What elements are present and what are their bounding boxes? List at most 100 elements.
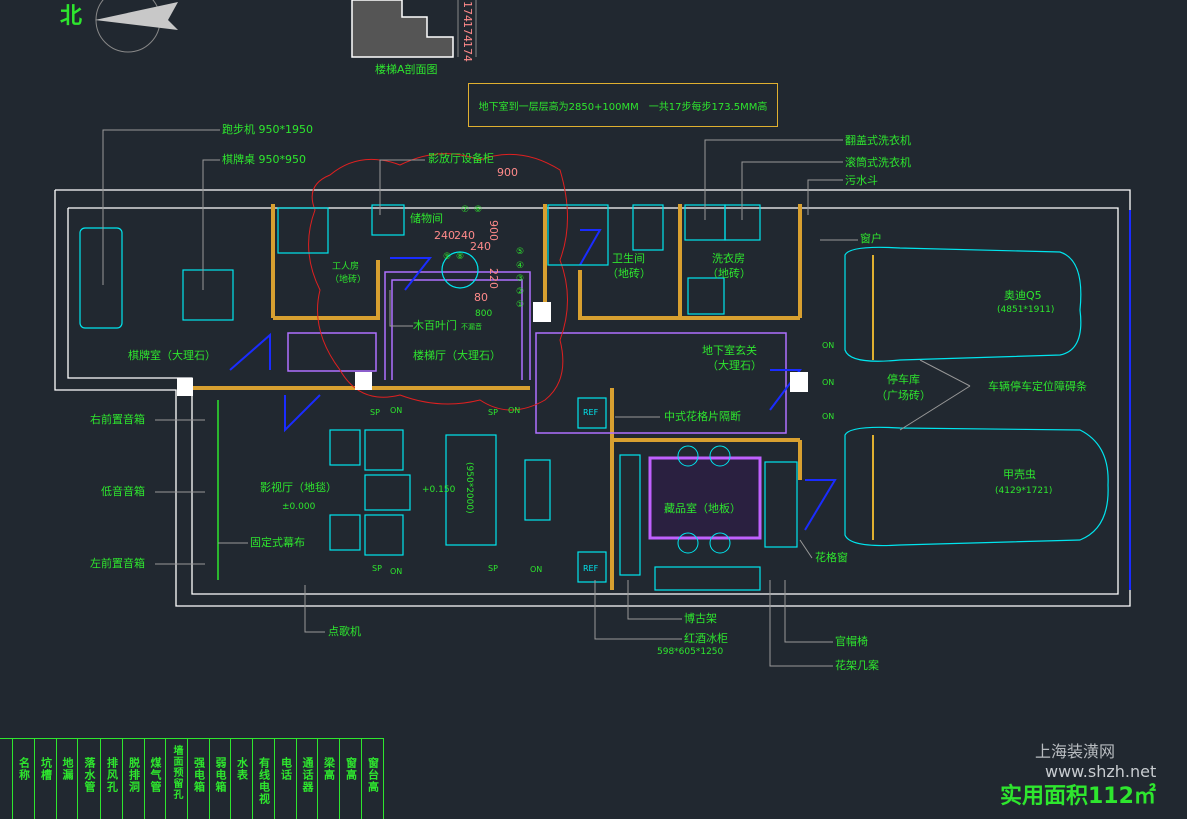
dim-900-vertical: 900 bbox=[487, 220, 500, 241]
switch-sp: SP bbox=[488, 408, 498, 417]
room-maid-floor: （地砖） bbox=[330, 275, 367, 285]
label-curio-shelf: 博古架 bbox=[684, 612, 717, 625]
table-header-cell: 脱排洞 bbox=[122, 739, 144, 819]
table-header-cell: 煤气管 bbox=[144, 739, 165, 819]
fridge-ref: REF bbox=[583, 564, 599, 573]
doors bbox=[229, 210, 1131, 590]
step-2: ② bbox=[516, 287, 525, 297]
room-bathroom: 卫生间 bbox=[612, 252, 645, 265]
dim-220: 220 bbox=[487, 268, 500, 289]
label-lattice-partition: 中式花格片隔断 bbox=[664, 410, 741, 423]
label-louver-door: 木百叶门 bbox=[413, 319, 457, 332]
switch-on: ON bbox=[390, 406, 403, 415]
watermark-site-name: 上海装潢网 bbox=[1035, 742, 1116, 761]
step-1: ① bbox=[516, 300, 525, 310]
label-wine-fridge-size: 598*605*1250 bbox=[657, 647, 724, 657]
table-header-cell: 电话 bbox=[274, 739, 296, 819]
dim-240: 240 bbox=[434, 229, 455, 242]
label-treadmill: 跑步机 950*1950 bbox=[222, 123, 313, 136]
label-card-table: 棋牌桌 950*950 bbox=[222, 153, 306, 166]
car-name: 奥迪Q5 bbox=[1004, 289, 1042, 302]
table-header-cell: 有线电视 bbox=[252, 739, 274, 819]
room-card-room: 棋牌室（大理石） bbox=[128, 349, 216, 362]
room-theater: 影视厅（地毯） bbox=[260, 481, 337, 494]
room-laundry: 洗衣房 bbox=[712, 252, 745, 265]
sofa-dim: (950*2000) bbox=[464, 462, 474, 514]
stair-section-drawing bbox=[351, 0, 477, 58]
north-arrow-icon bbox=[95, 0, 178, 53]
label-mop-sink: 污水斗 bbox=[845, 174, 878, 187]
table-header-cell: 窗台高 bbox=[361, 739, 384, 819]
partitions bbox=[287, 271, 787, 434]
step-8: ⑧ bbox=[456, 252, 465, 262]
switch-on: ON bbox=[508, 406, 521, 415]
north-label: 北 bbox=[60, 4, 83, 29]
label-subwoofer: 低音音箱 bbox=[101, 485, 145, 498]
switch-sp: SP bbox=[372, 564, 382, 573]
label-drum-washer: 滚筒式洗衣机 bbox=[845, 156, 911, 169]
car-name: 甲壳虫 bbox=[1003, 468, 1036, 481]
table-header-cell: 墙面预留孔 bbox=[165, 739, 187, 819]
dim-240: 240 bbox=[470, 240, 491, 253]
step-7: ⑦ bbox=[461, 205, 470, 215]
room-collection: 藏品室（地板） bbox=[664, 502, 741, 515]
usable-area: 实用面积112㎡ bbox=[1000, 784, 1156, 809]
room-laundry-floor: （地砖） bbox=[707, 267, 751, 280]
table-header-cell: 地漏 bbox=[56, 739, 77, 819]
label-left-speaker: 左前置音箱 bbox=[90, 557, 145, 570]
step-4: ④ bbox=[516, 261, 525, 271]
table-header-cell: 强电箱 bbox=[187, 739, 209, 819]
dim-240: 240 bbox=[454, 229, 475, 242]
legend-table: 名称 坑槽 地漏 落水管 排风孔 脱排洞 煤气管 墙面预留孔 强电箱 弱电箱 水… bbox=[0, 738, 384, 819]
label-louver-note: 不漏音 bbox=[461, 323, 482, 331]
table-header-cell: 名称 bbox=[12, 739, 34, 819]
table-header-cell: 通话器 bbox=[296, 739, 317, 819]
step-9: ⑨ bbox=[443, 252, 452, 262]
label-top-loader: 翻盖式洗衣机 bbox=[845, 134, 911, 147]
room-storage: 储物间 bbox=[410, 212, 443, 225]
room-garage-floor: （广场砖） bbox=[876, 389, 931, 402]
label-window: 窗户 bbox=[860, 232, 882, 245]
room-basement-foyer: 地下室玄关 bbox=[702, 344, 757, 357]
furniture bbox=[79, 204, 1109, 591]
switch-on: ON bbox=[822, 412, 835, 421]
outer-walls bbox=[54, 189, 1131, 607]
dim-80: 80 bbox=[474, 291, 488, 304]
label-official-chair: 官帽椅 bbox=[835, 635, 868, 648]
stair-dim: 174 bbox=[461, 41, 474, 62]
switch-on: ON bbox=[822, 341, 835, 350]
label-screen: 固定式幕布 bbox=[250, 536, 305, 549]
room-maid: 工人房 bbox=[332, 262, 360, 272]
revision-cloud bbox=[308, 153, 568, 411]
step-6: ⑥ bbox=[474, 205, 483, 215]
inner-walls bbox=[192, 204, 802, 590]
column-blocks bbox=[177, 302, 808, 396]
fridge-ref: REF bbox=[583, 408, 599, 417]
label-lattice-window: 花格窗 bbox=[815, 551, 848, 564]
step-5: ⑤ bbox=[516, 247, 525, 257]
collection-table bbox=[648, 445, 762, 554]
dim-800: 800 bbox=[475, 309, 493, 319]
room-bathroom-floor: （地砖） bbox=[607, 267, 651, 280]
table-header-cell: 排风孔 bbox=[100, 739, 122, 819]
switch-on: ON bbox=[822, 378, 835, 387]
table-header-cell: 落水管 bbox=[77, 739, 100, 819]
level-theater: ±0.000 bbox=[282, 502, 316, 512]
stair-dim: 174 bbox=[461, 21, 474, 42]
stair-dim: 174 bbox=[461, 1, 474, 22]
level-sofa: +0.150 bbox=[422, 485, 456, 495]
table-header-cell: 坑槽 bbox=[34, 739, 56, 819]
switch-on: ON bbox=[530, 565, 543, 574]
label-wine-fridge: 红酒冰柜 bbox=[684, 632, 728, 645]
switch-on: ON bbox=[390, 567, 403, 576]
table-header-cell: 梁高 bbox=[317, 739, 339, 819]
switch-sp: SP bbox=[488, 564, 498, 573]
leader-lines bbox=[102, 129, 971, 667]
stair-section-title: 楼梯A剖面图 bbox=[375, 63, 438, 76]
table-header-cell: 窗高 bbox=[339, 739, 361, 819]
switch-sp: SP bbox=[370, 408, 380, 417]
step-3: ③ bbox=[516, 274, 525, 284]
car-size: (4851*1911) bbox=[997, 305, 1055, 315]
room-garage: 停车库 bbox=[887, 373, 920, 386]
